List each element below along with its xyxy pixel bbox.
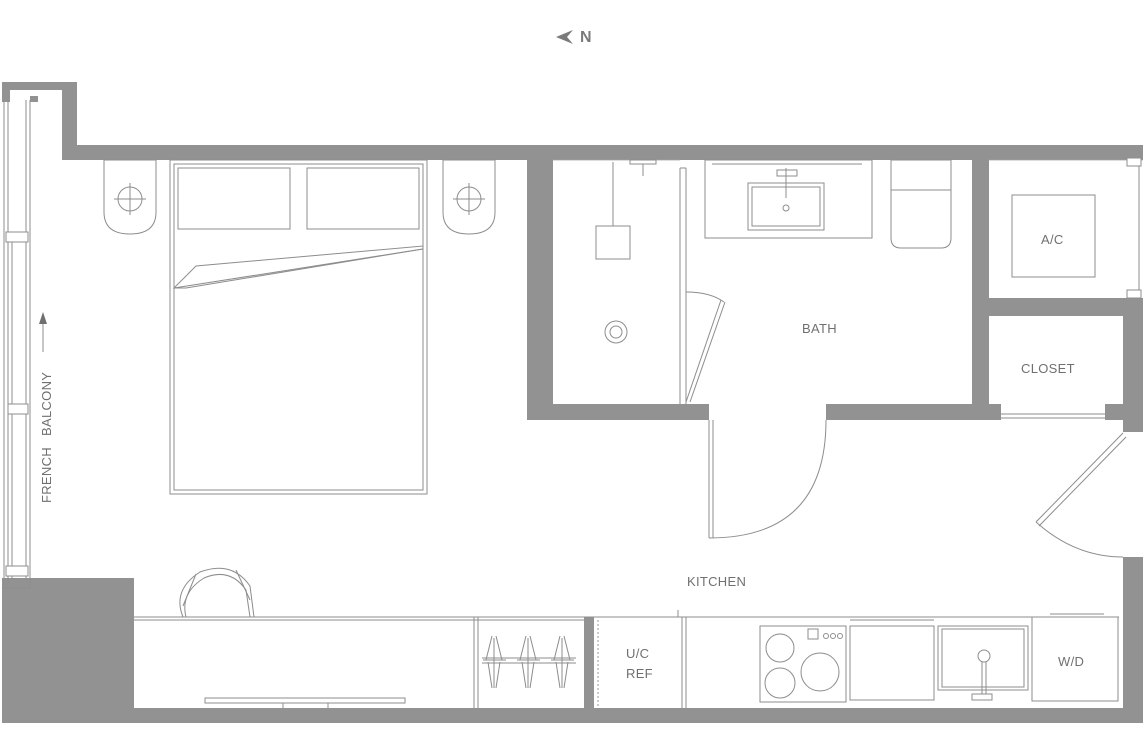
label-bath: BATH — [802, 321, 837, 336]
entry-door — [1035, 432, 1127, 558]
label-ref-line1: U/C — [626, 646, 649, 661]
closet-room — [1001, 413, 1105, 419]
toilet-icon — [890, 159, 952, 249]
direction-arrow-icon — [39, 312, 47, 352]
washer-dryer — [1031, 613, 1119, 702]
label-french: FRENCH — [39, 447, 54, 503]
walls — [2, 82, 1143, 723]
bath-door — [708, 419, 827, 539]
dishwasher — [849, 619, 935, 701]
kitchen-sink-icon — [937, 625, 1029, 701]
north-label: N — [580, 29, 592, 46]
shower — [553, 159, 687, 404]
nightstand-right — [442, 159, 496, 235]
label-balcony: BALCONY — [39, 372, 54, 436]
label-ac: A/C — [1041, 232, 1064, 247]
drain-icon — [604, 320, 628, 344]
french-balcony-window — [2, 100, 31, 589]
chair — [179, 567, 255, 618]
label-ref-line2: REF — [626, 666, 653, 681]
cooktop-icon — [759, 625, 847, 703]
shower-door — [685, 291, 726, 403]
nightstand-left — [103, 159, 157, 235]
pillow-right — [306, 167, 420, 230]
wine-rack — [482, 635, 576, 689]
undercounter-fridge — [597, 610, 687, 708]
label-kitchen: KITCHEN — [687, 574, 746, 589]
bed — [169, 159, 428, 495]
shower-head-icon — [595, 225, 631, 260]
ac-room — [989, 157, 1143, 299]
vanity — [704, 159, 873, 239]
label-wd: W/D — [1058, 654, 1084, 669]
kitchen-counter — [134, 616, 1119, 708]
pillow-left — [177, 167, 291, 230]
label-closet: CLOSET — [1021, 361, 1075, 376]
north-arrow-icon — [556, 30, 573, 44]
ac-unit — [1011, 194, 1096, 278]
